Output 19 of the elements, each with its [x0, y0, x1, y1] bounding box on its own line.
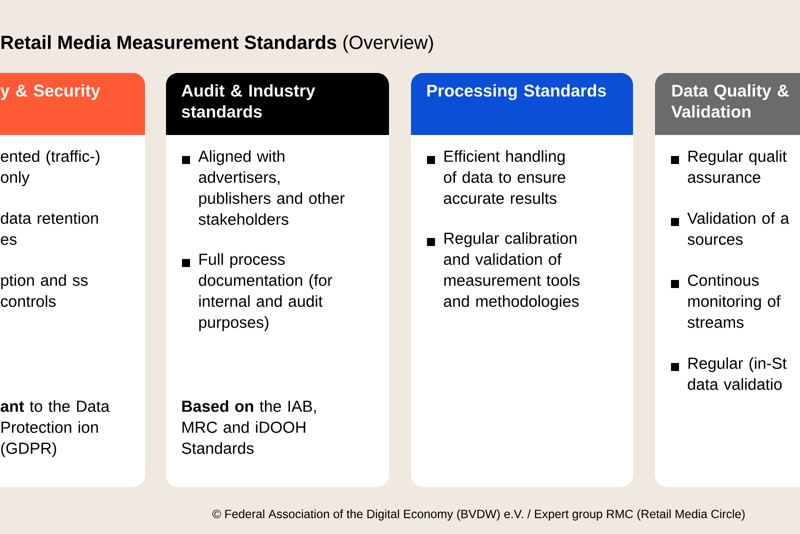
bullet-item: Regular calibration and validation of measurement tools and methodologies: [427, 232, 580, 310]
note: Based on the IAB, MRC and iDOOH Standards: [182, 400, 316, 454]
bullet-item: Efficient handling of data to ensure accurate results: [427, 150, 566, 204]
card-header: y & Security: [0, 73, 145, 135]
title: Retail Media Measurement Standards (Overview): [1, 35, 433, 53]
bullet-item: Regular (in-St data validatio: [671, 357, 787, 390]
bullet-item: data retention es: [0, 212, 98, 245]
bullet-item: Validation of a sources: [671, 212, 790, 245]
bullet-item: Regular qualit assurance: [671, 150, 787, 183]
card-header: Processing Standards: [411, 73, 633, 135]
bullet-item: ented (traffic-) only: [0, 150, 100, 186]
bullet-item: Continous monitoring of streams: [671, 274, 781, 328]
card-header: Audit & Industry standards: [166, 73, 389, 135]
bullet-item: Full process documentation (for internal and audit purposes): [182, 253, 332, 332]
card-header: Data Quality & Validation: [655, 73, 800, 135]
bullet-item: Aligned with advertisers, publishers and other stakeholders: [182, 150, 345, 225]
note: ant to the Data Protection ion (GDPR): [0, 400, 110, 458]
bullet-item: ption and ss controls: [0, 274, 88, 307]
copyright-note: © Federal Association of the Digital Economy (BVDW) e.V. / Expert group RMC (Retail Media Circle): [212, 509, 745, 521]
